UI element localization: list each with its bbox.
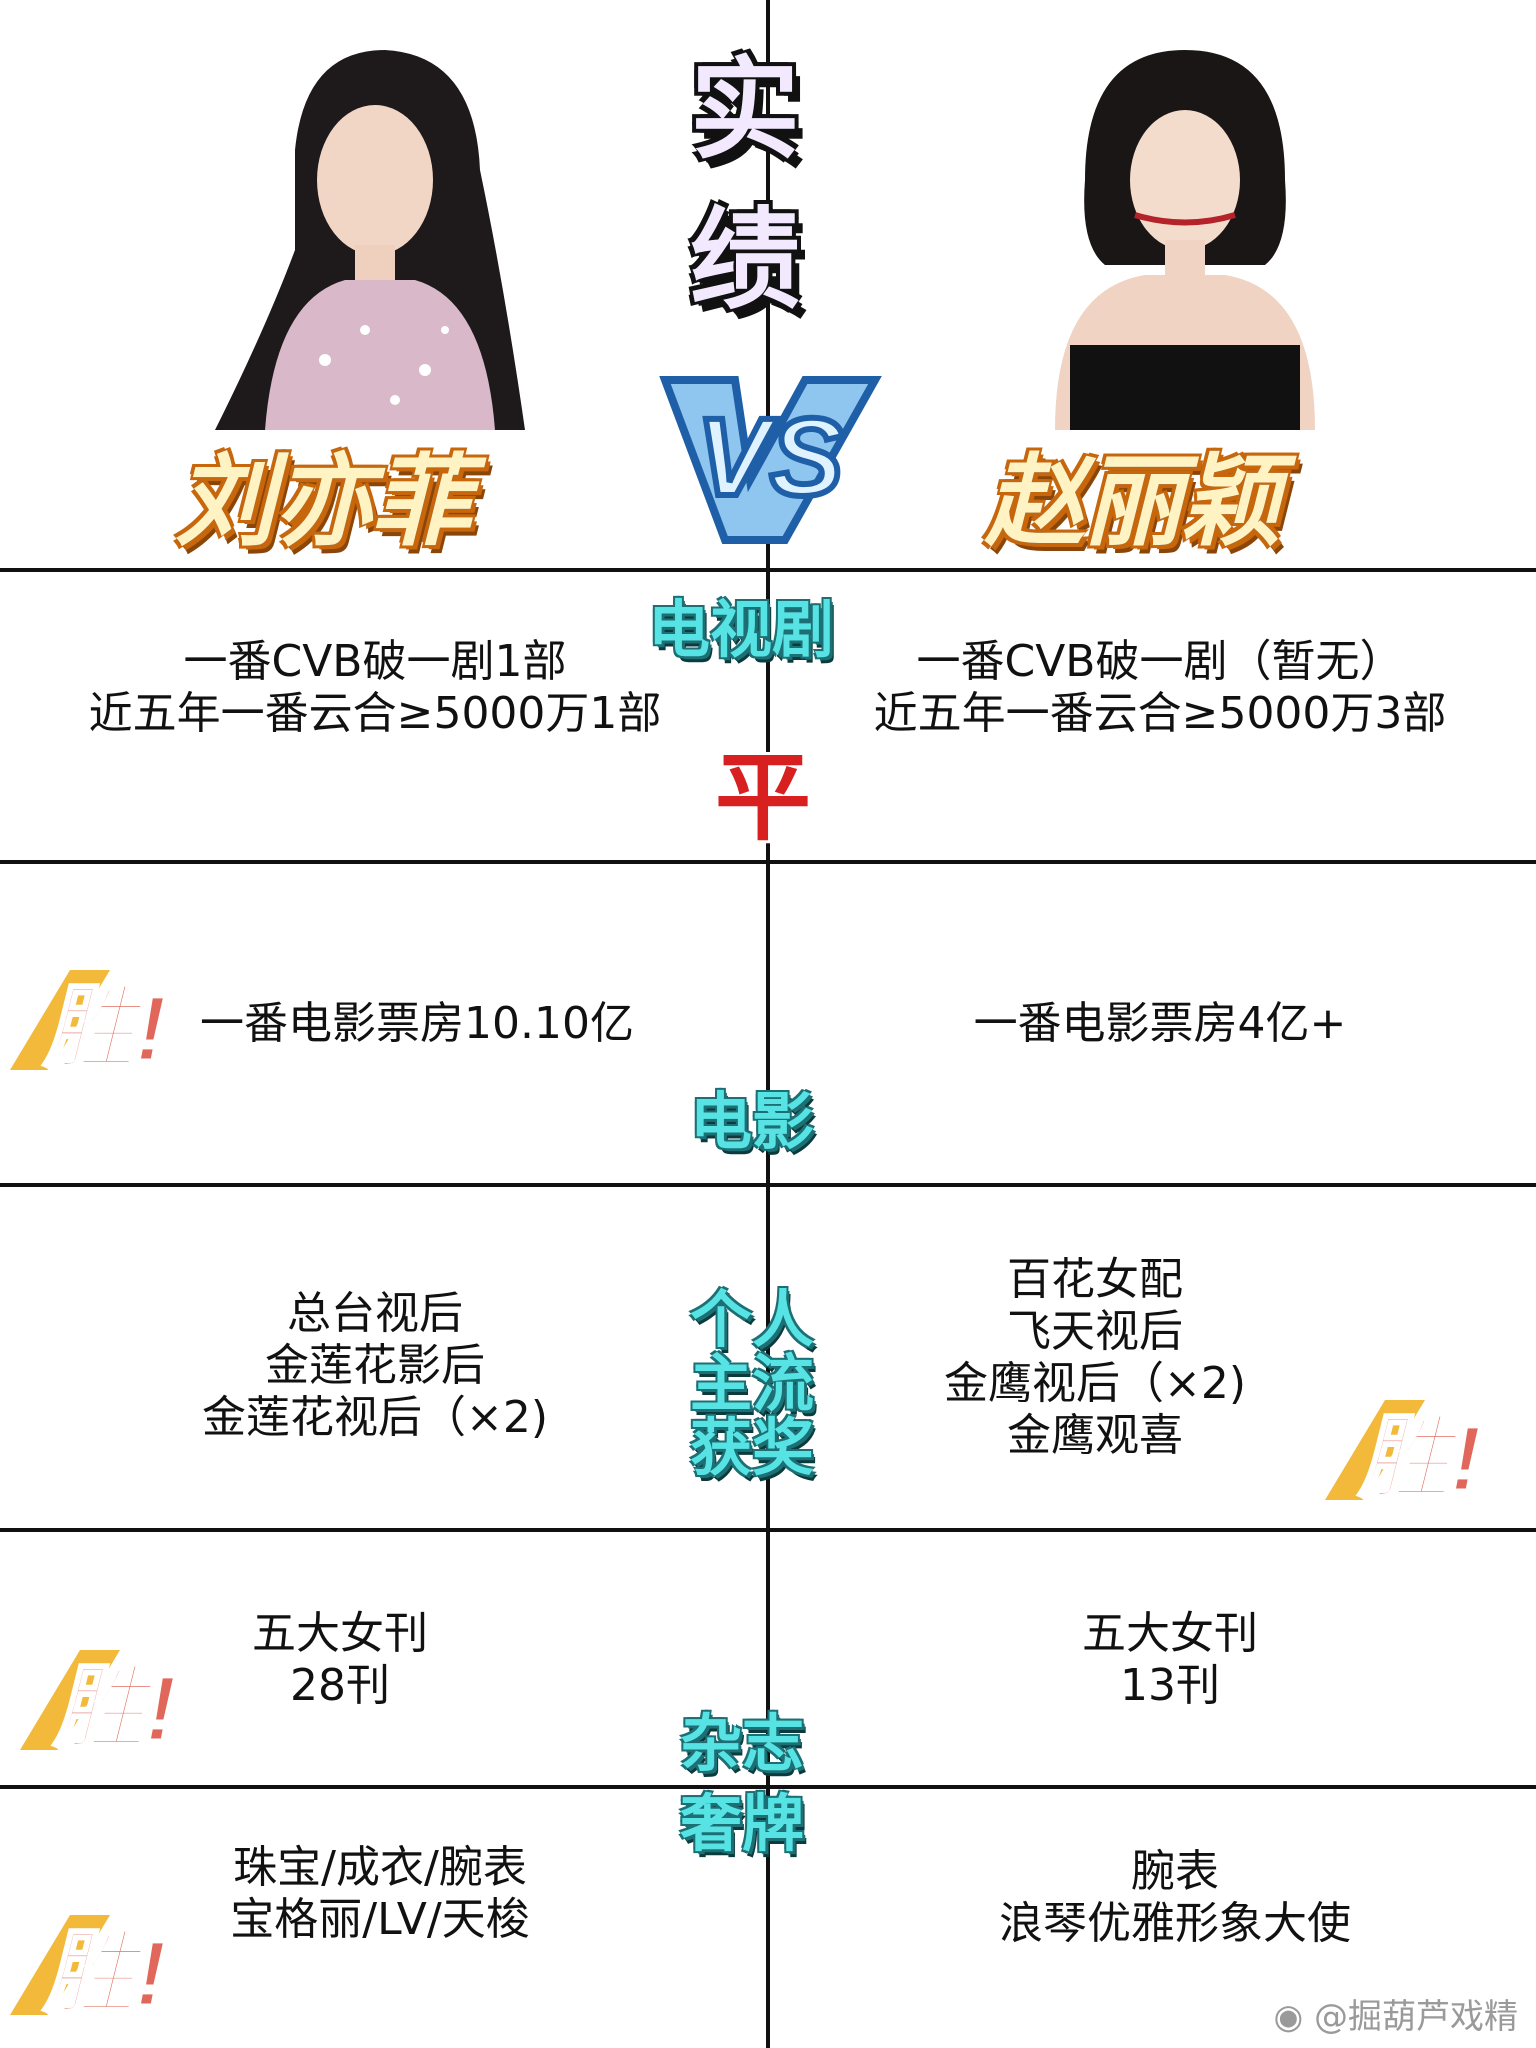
award-right-2: 飞天视后 <box>1007 1306 1183 1357</box>
category-award-line1: 个人 <box>690 1283 815 1356</box>
center-divider <box>766 0 770 2048</box>
row-divider-1 <box>0 568 1536 572</box>
award-left-2: 金莲花影后 <box>265 1340 485 1391</box>
win-text-awards: 胜! <box>1358 1408 1482 1510</box>
vs-text: VS <box>697 396 844 519</box>
award-left-3: 金莲花视后（×2) <box>201 1392 549 1443</box>
magazine-right-text: 五大女刊 13刊 <box>1030 1608 1310 1712</box>
movie-left-text: 一番电影票房10.10亿 <box>200 998 634 1049</box>
right-name: 赵丽颖 <box>985 443 1281 560</box>
tie-verdict: 平 <box>715 742 811 854</box>
award-left-1: 总台视后 <box>287 1288 463 1339</box>
row-divider-5 <box>0 1785 1536 1789</box>
tv-left-line1: 一番CVB破一剧1部 <box>183 636 567 687</box>
row-divider-2 <box>0 860 1536 864</box>
vs-badge: VS <box>659 376 882 544</box>
row-divider-3 <box>0 1183 1536 1187</box>
title-bottom-char: 绩 <box>690 196 800 324</box>
movie-right-text: 一番电影票房4亿+ <box>973 998 1347 1049</box>
watermark-text: @掘葫芦戏精 <box>1314 1997 1518 2037</box>
luxury-right-line2: 浪琴优雅形象大使 <box>999 1898 1351 1949</box>
win-text-magazine: 胜! <box>53 1658 177 1760</box>
category-magazine: 杂志 <box>680 1707 805 1780</box>
left-portrait-image <box>205 30 535 430</box>
row-divider-4 <box>0 1528 1536 1532</box>
win-badge-movie: 胜! <box>10 970 168 1082</box>
win-text-luxury: 胜! <box>43 1923 167 2025</box>
awards-right-text: 百花女配 飞天视后 金鹰视后（×2) 金鹰观喜 <box>800 1254 1390 1462</box>
luxury-left-line1: 珠宝/成衣/腕表 <box>233 1842 527 1893</box>
category-luxury: 奢牌 <box>680 1787 805 1860</box>
awards-left-text: 总台视后 金莲花影后 金莲花视后（×2) <box>20 1288 730 1444</box>
tv-left-line2: 近五年一番云合≥5000万1部 <box>88 688 662 739</box>
magazine-left-text: 五大女刊 28刊 <box>200 1608 480 1712</box>
luxury-right-line1: 腕表 <box>1131 1846 1219 1897</box>
tv-left-text: 一番CVB破一剧1部 近五年一番云合≥5000万1部 <box>20 636 730 740</box>
award-right-3: 金鹰视后（×2) <box>943 1358 1247 1409</box>
left-name: 刘亦菲 <box>175 443 471 560</box>
luxury-left-text: 珠宝/成衣/腕表 宝格丽/LV/天梭 <box>190 1842 570 1946</box>
win-badge-awards: 胜! <box>1325 1400 1483 1512</box>
award-right-1: 百花女配 <box>1007 1254 1183 1305</box>
category-tv: 电视剧 <box>648 593 835 666</box>
magazine-left-line2: 28刊 <box>290 1660 390 1711</box>
win-text-movie: 胜! <box>43 978 167 1080</box>
luxury-right-text: 腕表 浪琴优雅形象大使 <box>930 1846 1420 1950</box>
win-badge-luxury: 胜! <box>10 1915 168 2027</box>
win-badge-magazine: 胜! <box>20 1650 178 1762</box>
magazine-left-line1: 五大女刊 <box>252 1608 428 1659</box>
award-right-4: 金鹰观喜 <box>1007 1410 1183 1461</box>
tv-right-text: 一番CVB破一剧（暂无） 近五年一番云合≥5000万3部 <box>800 636 1520 740</box>
magazine-right-line1: 五大女刊 <box>1082 1608 1258 1659</box>
watermark: ◉ @掘葫芦戏精 <box>1274 1989 1518 2038</box>
right-portrait-image <box>1015 30 1345 430</box>
category-award-line2: 主流 <box>690 1347 815 1420</box>
category-award-line3: 获奖 <box>690 1411 815 1484</box>
category-movie: 电影 <box>690 1085 815 1158</box>
tv-right-line1: 一番CVB破一剧（暂无） <box>916 636 1404 687</box>
luxury-left-line2: 宝格丽/LV/天梭 <box>230 1894 530 1945</box>
tv-right-line2: 近五年一番云合≥5000万3部 <box>873 688 1447 739</box>
weibo-icon: ◉ <box>1273 1997 1304 2037</box>
magazine-right-line2: 13刊 <box>1120 1660 1220 1711</box>
title-top-char: 实 <box>690 46 800 174</box>
